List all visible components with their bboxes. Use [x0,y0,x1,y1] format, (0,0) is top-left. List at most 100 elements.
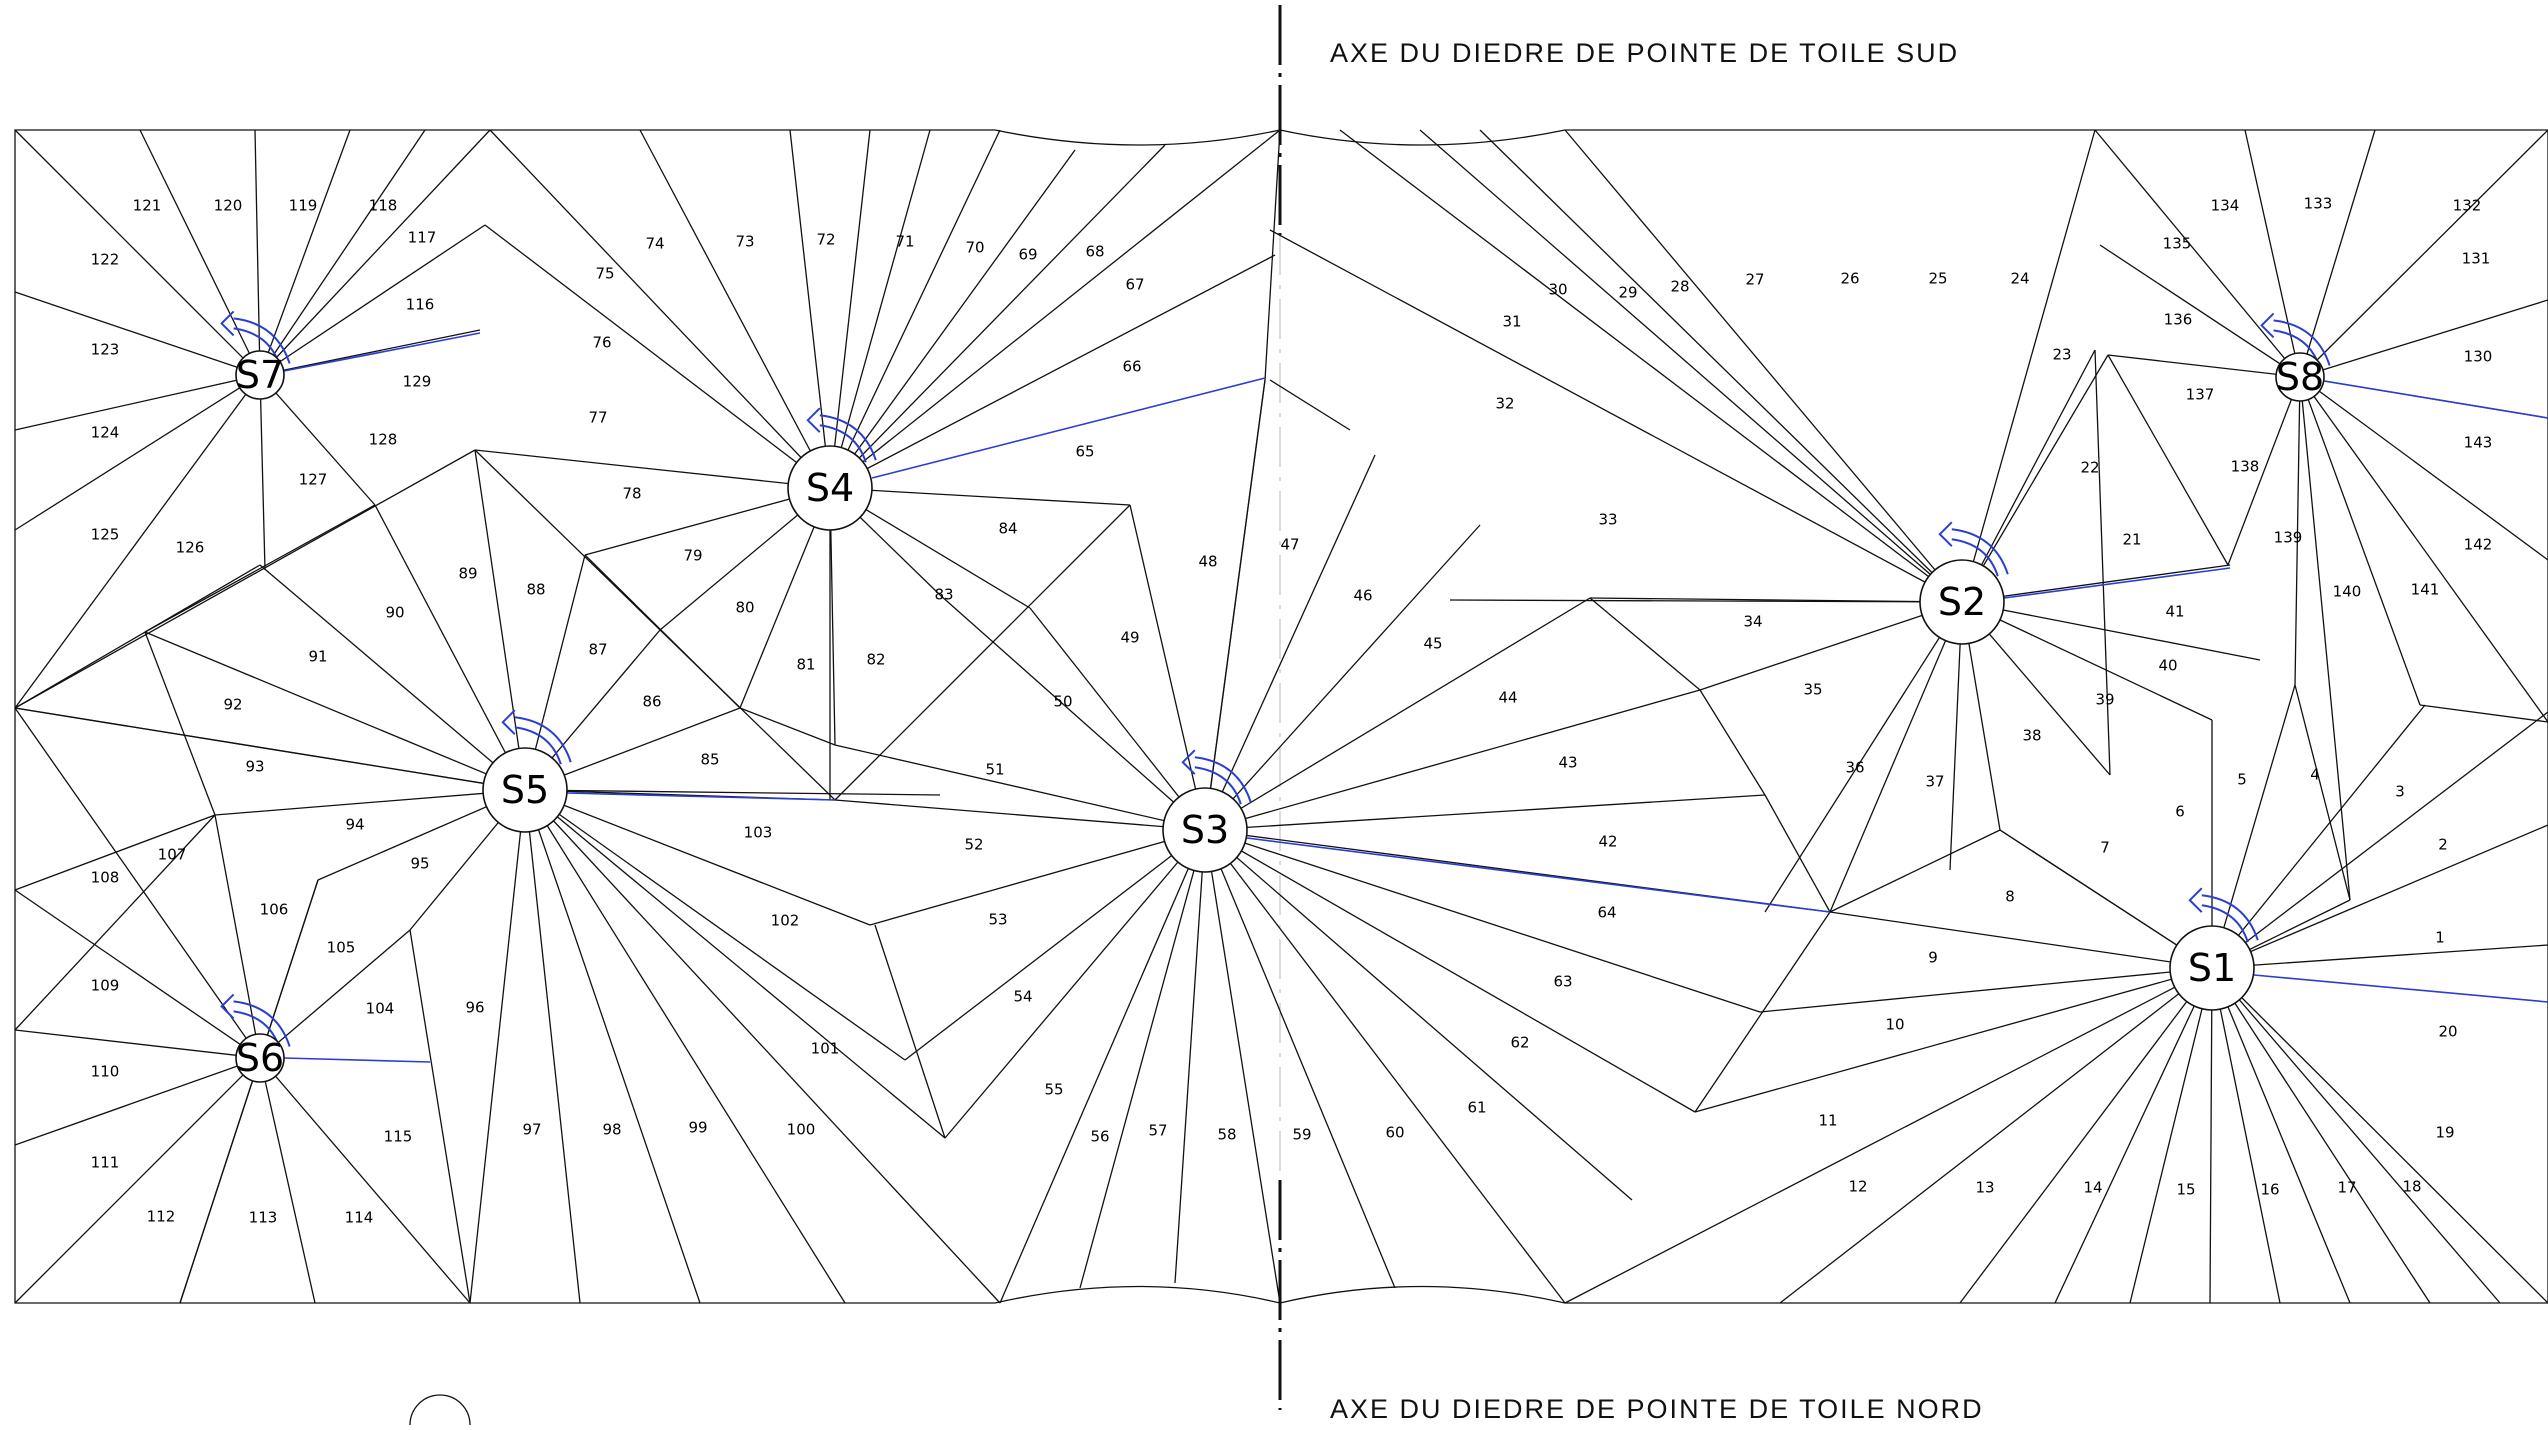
panel-number: 60 [1385,1124,1404,1142]
seam-line [14,707,526,791]
panel-number: 64 [1597,904,1616,922]
seam-line [789,129,831,489]
seam-line [939,594,1206,831]
seam-line [259,1057,316,1304]
outline-path [14,129,2548,1304]
panel-number: 84 [998,520,1017,538]
seam-line [524,789,846,1304]
panel-number: 32 [1495,395,1514,413]
panel-number: 99 [688,1119,707,1137]
seam-line [2211,944,2548,969]
seam-line [409,929,471,1304]
seam-line [869,829,1206,926]
seam-line [829,129,871,489]
panel-number: 7 [2100,839,2110,857]
panel-number: 59 [1292,1126,1311,1144]
seam-line [1264,129,1281,381]
seam-line [2099,244,2301,378]
hub-s5: S5 [482,747,568,833]
seam-line [14,889,261,1059]
seam-line [834,744,1206,831]
rotation-arrow-icon [1181,749,1252,805]
seam-line [2211,711,2548,969]
seam-line [2294,684,2351,901]
seam-line [1204,829,1396,1289]
hub-label: S3 [1181,808,1229,852]
seam-line [214,789,526,816]
seam-line [2129,967,2213,1304]
spring-line [871,377,1266,479]
seam-line [2299,376,2548,561]
panel-number: 52 [964,836,983,854]
rotation-arrow-icon [2188,887,2259,943]
seam-line [474,449,831,489]
seam-line [2294,376,2301,686]
spring-line [283,1057,431,1063]
seam-line [1589,597,1701,691]
seam-line [874,924,946,1139]
panel-number: 117 [408,229,437,247]
hub-s7: S7 [235,350,285,400]
panel-number: 71 [895,233,914,251]
panel-number: 85 [700,751,719,769]
panel-number: 72 [816,231,835,249]
rotation-arrow-icon [501,709,572,765]
seam-line [1269,229,1963,603]
hub-s6: S6 [235,1033,285,1083]
seam-line [1764,601,1963,913]
seam-line [2299,129,2548,378]
seam-line [144,631,526,791]
hub-s4: S4 [787,445,873,531]
seam-line [2211,967,2351,1304]
panel-number: 42 [1598,833,1617,851]
seam-line [1419,129,1963,603]
panel-number: 118 [369,197,398,215]
seam-line [374,504,526,791]
seam-line [584,554,741,709]
seam-line [1204,454,1376,831]
panel-number: 28 [1670,278,1689,296]
panel-number: 15 [2176,1181,2195,1199]
panel-number: 24 [2010,270,2029,288]
panel-number: 109 [91,977,120,995]
seam-line [14,814,216,1031]
panel-number: 58 [1217,1126,1236,1144]
seam-line [14,291,261,376]
panel-number: 78 [622,485,641,503]
seam-line [1759,967,2213,1013]
panel-number: 45 [1423,635,1442,653]
spring-line [566,792,836,801]
panel-number: 82 [866,651,885,669]
panel-number: 138 [2231,458,2260,476]
seam-line [1764,794,1831,913]
seam-line [2299,376,2421,706]
panel-number: 123 [91,341,120,359]
seam-line [1564,967,2213,1304]
panel-number: 128 [369,431,398,449]
seam-line [1699,689,1766,796]
seam-line [2107,354,2229,566]
panel-number: 92 [223,696,242,714]
panel-number: 134 [2211,197,2240,215]
panel-number: 133 [2304,195,2333,213]
panel-number: 35 [1803,681,1822,699]
seam-line [2211,704,2426,969]
panel-number: 140 [2333,583,2362,601]
seam-line [2211,967,2548,1304]
panel-number: 39 [2095,691,2114,709]
panel-number: 63 [1553,973,1572,991]
panel-number: 111 [91,1154,120,1172]
panel-number: 11 [1818,1112,1837,1130]
panel-number: 34 [1743,613,1762,631]
seam-line [944,829,1206,1139]
seam-line [1204,689,1701,831]
panel-number: 88 [526,581,545,599]
seam-line [1829,911,2213,969]
seam-line [14,1057,261,1146]
seam-line [1204,597,1591,831]
seam-line [484,224,831,489]
seam-line [14,1029,261,1059]
seam-line [2299,299,2548,378]
seam-line [1204,379,1266,831]
seam-line [1829,601,1963,913]
